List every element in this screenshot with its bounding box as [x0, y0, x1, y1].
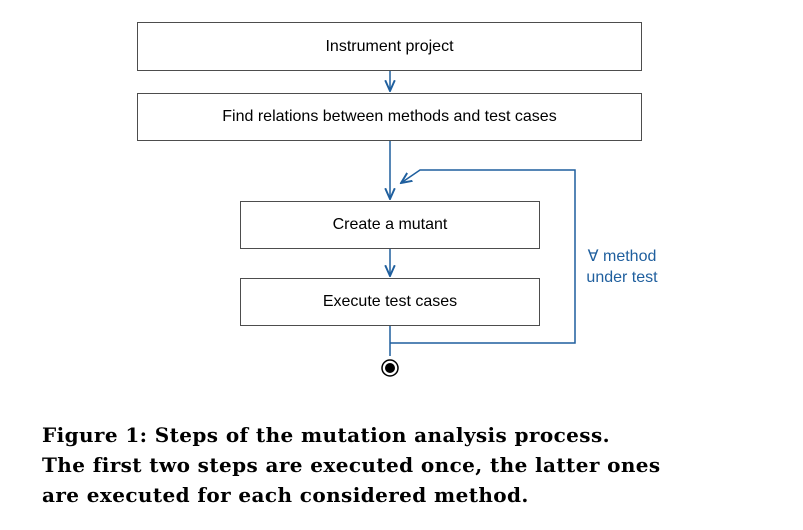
caption-line-1: Figure 1: Steps of the mutation analysis… — [42, 423, 610, 447]
step-create-mutant: Create a mutant — [240, 201, 540, 249]
step-label: Execute test cases — [322, 293, 458, 310]
loop-label: ∀ method under test — [567, 246, 677, 288]
step-instrument-project: Instrument project — [137, 22, 642, 71]
step-label: Create a mutant — [332, 216, 448, 233]
loop-label-line-1: ∀ method — [587, 248, 657, 265]
step-label: Instrument project — [325, 37, 454, 55]
step-find-relations: Find relations between methods and test … — [137, 93, 642, 141]
step-label: Find relations between methods and test … — [222, 108, 557, 125]
flow-connectors — [381, 71, 576, 377]
figure-caption: Figure 1: Steps of the mutation analysis… — [42, 420, 762, 510]
caption-line-3: are executed for each considered method. — [42, 483, 529, 507]
caption-line-2: The first two steps are executed once, t… — [42, 453, 661, 477]
step-execute-test-cases: Execute test cases — [240, 278, 540, 326]
loop-back-arrow — [390, 169, 576, 344]
loop-label-line-2: under test — [586, 269, 658, 286]
end-node-inner — [385, 363, 395, 373]
